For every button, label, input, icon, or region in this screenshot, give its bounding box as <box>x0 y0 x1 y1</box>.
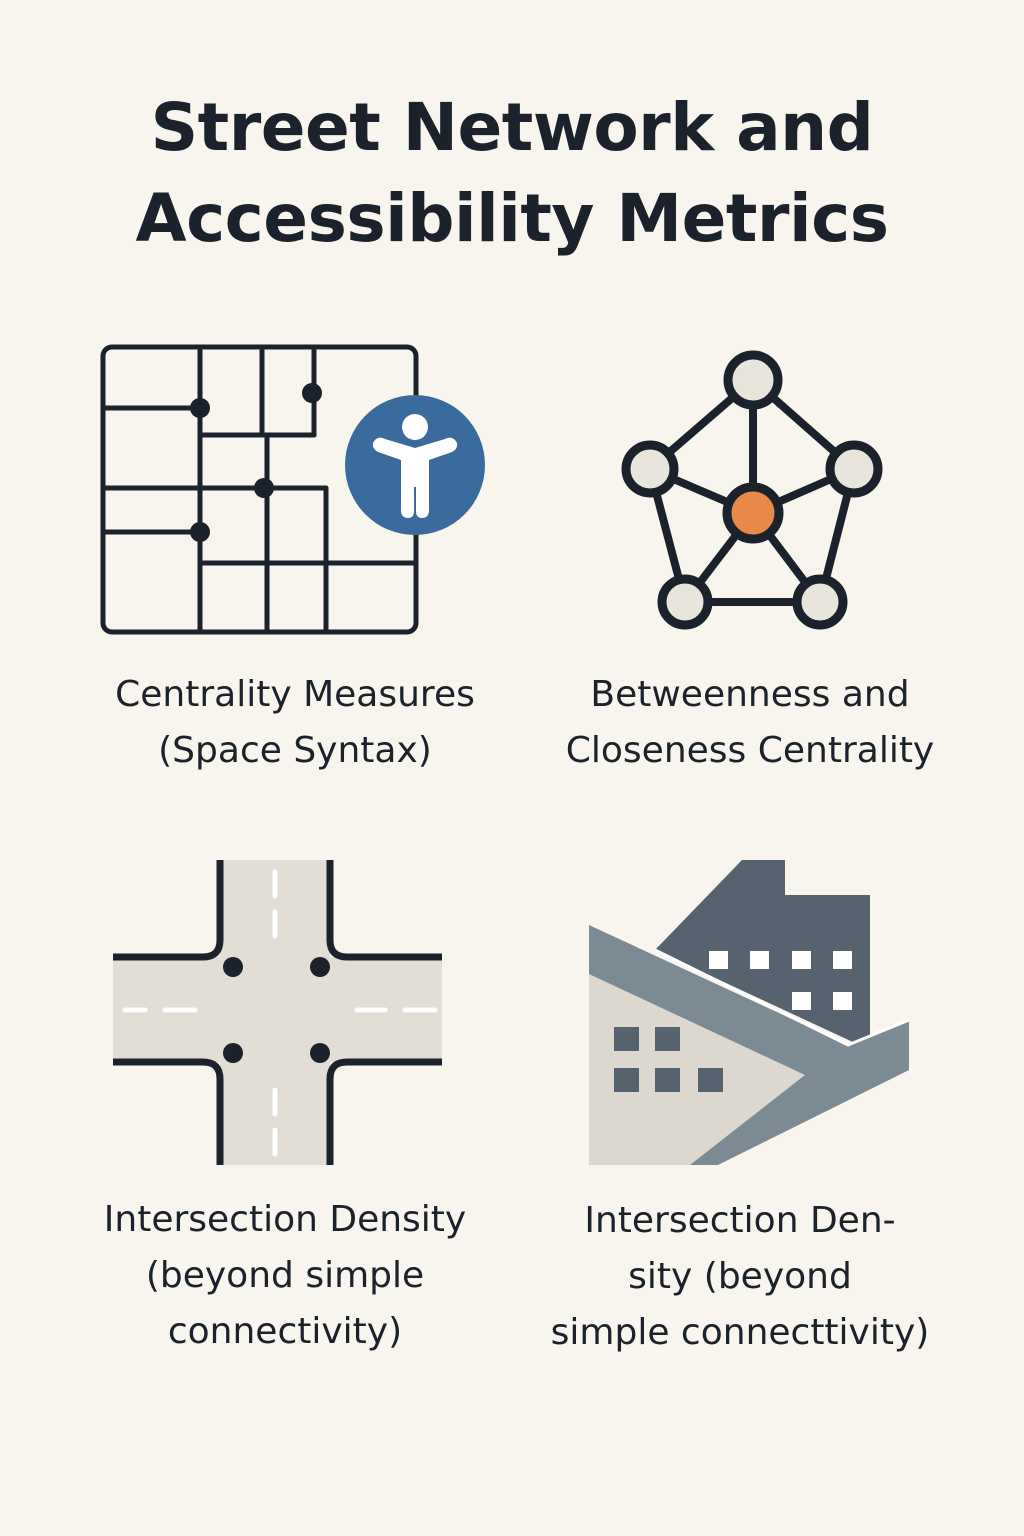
label-line: Centrality Measures <box>115 674 475 715</box>
card-label-intersection-density: Intersection Density (beyond simple conn… <box>50 1192 520 1360</box>
page-title-line-1: Street Network and <box>150 89 874 166</box>
page-title: Street Network and Accessibility Metrics <box>0 82 1024 264</box>
street-grid-accessibility-icon <box>100 344 485 635</box>
page-title-line-2: Accessibility Metrics <box>135 180 889 257</box>
label-line: Intersection Den- <box>584 1200 896 1241</box>
label-line: (beyond simple <box>145 1255 425 1296</box>
card-label-centrality-measures: Centrality Measures (Space Syntax) <box>60 667 530 779</box>
central-node-icon <box>722 482 784 544</box>
intersection-icon <box>113 860 442 1165</box>
label-line: sity (beyond <box>628 1256 852 1297</box>
network-graph-icon <box>621 350 883 630</box>
label-line: connectivity) <box>167 1311 403 1352</box>
label-line: Intersection Density <box>103 1199 467 1240</box>
accessibility-badge-icon <box>345 395 485 535</box>
label-line: (Space Syntax) <box>158 730 432 771</box>
card-label-intersection-density-duplicate: Intersection Den- sity (beyond simple co… <box>500 1193 980 1361</box>
buildings-icon <box>589 860 910 1165</box>
label-line: Betweenness and <box>590 674 910 715</box>
label-line: Closeness Centrality <box>565 730 935 771</box>
card-label-betweenness-closeness: Betweenness and Closeness Centrality <box>510 667 990 779</box>
label-line: simple connecttivity) <box>550 1312 930 1353</box>
